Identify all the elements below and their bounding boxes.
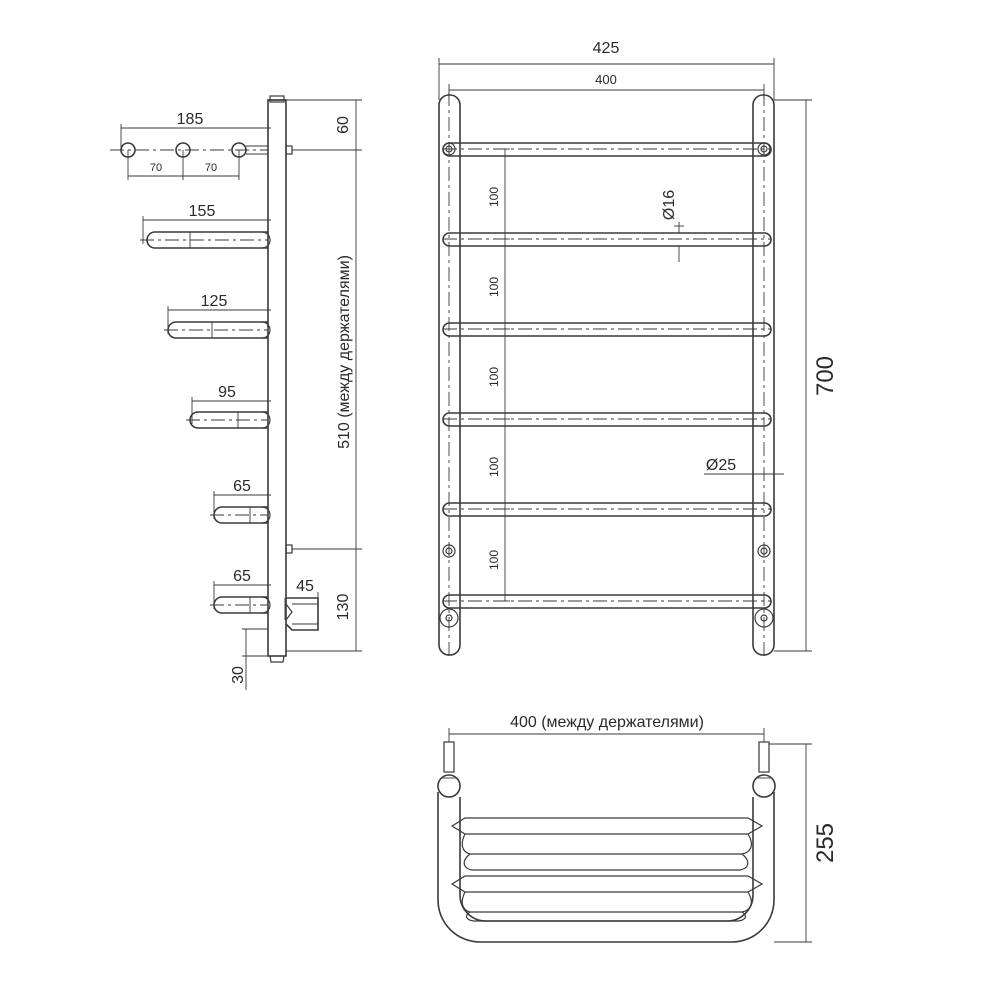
dim-255: 255 (812, 823, 839, 863)
dim-125: 125 (201, 293, 228, 310)
dim-65-upper: 65 (233, 478, 251, 495)
dim-70-left: 70 (150, 162, 162, 174)
side-bottom-bracket (285, 597, 319, 631)
front-view: 425 400 100 100 100 100 100 Ø16 Ø25 700 (438, 40, 839, 658)
top-rungs (450, 817, 764, 922)
top-left-post (443, 741, 455, 773)
side-rung-65-lower (210, 596, 271, 614)
dim-130: 130 (335, 594, 352, 621)
dim-65-lower: 65 (233, 568, 251, 585)
front-height-dimension (774, 99, 812, 652)
upper-mount-marker (285, 145, 293, 155)
side-view: 185 70 70 155 125 95 65 65 45 60 130 30 … (110, 95, 362, 690)
step-2: 100 (487, 277, 501, 297)
bar-diameter-leader (674, 222, 684, 262)
side-dimensions-left (120, 124, 271, 690)
dim-700: 700 (812, 356, 839, 396)
left-post (438, 94, 461, 656)
dim-400-holders: 400 (между держателями) (510, 714, 704, 731)
lower-mount-marker (285, 544, 293, 554)
step-4: 100 (487, 457, 501, 477)
post-diameter-label: Ø25 (706, 457, 736, 474)
dim-60: 60 (335, 116, 352, 134)
dim-30: 30 (230, 666, 247, 684)
step-3: 100 (487, 367, 501, 387)
post-diameter-leader (704, 469, 784, 479)
step-5: 100 (487, 550, 501, 570)
side-top-rungs (110, 142, 268, 158)
top-left-holder (437, 774, 461, 798)
side-post-cap (269, 95, 285, 103)
dim-155: 155 (189, 203, 216, 220)
side-rung-125 (164, 321, 271, 339)
dim-185: 185 (177, 111, 204, 128)
side-post (267, 99, 287, 657)
side-rung-155 (140, 231, 271, 249)
top-dimensions (448, 728, 812, 943)
dim-45: 45 (296, 578, 314, 595)
dim-510-holders: 510 (между держателями) (336, 255, 353, 449)
side-dimensions-right (284, 99, 362, 652)
top-outer-frame (437, 792, 775, 943)
top-right-holder (752, 774, 776, 798)
top-right-post (758, 741, 770, 773)
top-inner-frame (459, 797, 754, 922)
top-view: 400 (между держателями) 255 (437, 714, 839, 943)
front-step-dimensions (500, 148, 510, 602)
dim-425: 425 (593, 40, 620, 57)
dim-400: 400 (595, 72, 617, 87)
side-rung-95 (186, 411, 271, 429)
front-mounts (439, 142, 774, 628)
step-1: 100 (487, 187, 501, 207)
dim-95: 95 (218, 384, 236, 401)
side-rung-65-upper (210, 506, 271, 524)
front-width-dimensions (438, 58, 775, 100)
bar-diameter-label: Ø16 (661, 190, 678, 220)
dim-70-right: 70 (205, 162, 217, 174)
right-post (752, 94, 775, 656)
